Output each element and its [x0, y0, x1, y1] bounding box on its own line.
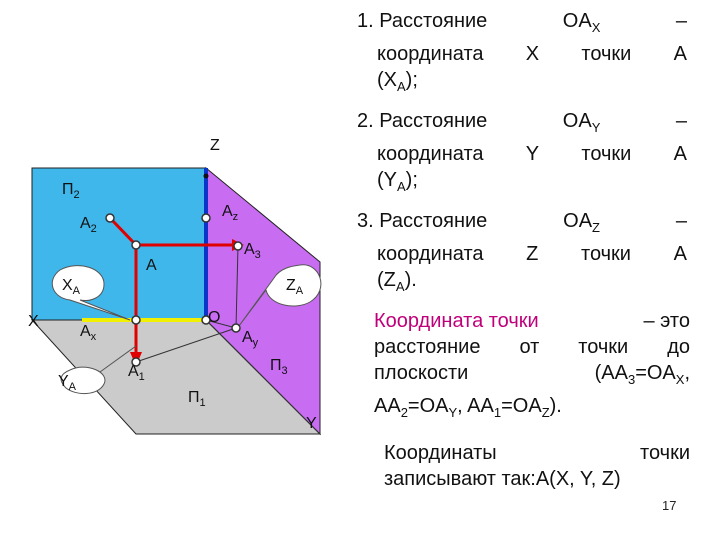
definition-line-4: AA2=OAY, AA1=OAZ).	[374, 395, 562, 420]
coordinate-definition: Координата точки – это расстояние от точ…	[374, 308, 690, 426]
label-ax: Ax	[80, 323, 97, 343]
item-line-3: (XA);	[377, 69, 418, 94]
label-a1: A1	[128, 363, 145, 383]
label-z: Z	[210, 137, 220, 154]
item-line-1: 2. Расстояние OAY –	[357, 108, 687, 141]
item-word: Расстояние	[379, 210, 488, 232]
item-number: 3.	[357, 210, 374, 232]
page-number: 17	[662, 498, 677, 513]
item-word: Расстояние	[379, 110, 488, 132]
label-pi3: П3	[270, 357, 288, 377]
item-line-3: (YA);	[377, 169, 418, 194]
label-pi1: П1	[188, 389, 206, 409]
label-o: O	[208, 309, 220, 326]
definition-line-1: Координата точки – это	[374, 308, 690, 334]
item-line-3: (ZA).	[377, 269, 417, 294]
item-line-1: 3. Расстояние OAZ –	[357, 208, 687, 241]
callouts	[51, 264, 322, 394]
item-dash: –	[675, 10, 687, 32]
label-a: A	[146, 257, 157, 274]
label-xa: XA	[62, 277, 81, 297]
point-ay	[231, 323, 241, 333]
item-number: 1.	[357, 10, 374, 32]
record-line-2: записывают так:A(X, Y, Z)	[384, 468, 621, 490]
point-a3	[233, 241, 243, 251]
point-a2	[105, 213, 115, 223]
definition-rest: – это	[643, 310, 690, 332]
projection-lines	[108, 216, 236, 355]
definition-line-2: расстояние от точки до	[374, 336, 690, 358]
point-a1	[131, 357, 141, 367]
projection-planes-diagram: Z X Y П2 П1 П3 A2 A Az A3 Ax O Ay A1 XA …	[28, 137, 322, 436]
label-a2: A2	[80, 215, 97, 235]
label-ay: Ay	[242, 329, 259, 349]
item-segment: OAZ	[563, 210, 600, 235]
item-dash: –	[675, 110, 687, 132]
definition-line-3: плоскости (AA3=OAX,	[374, 362, 690, 387]
item-dash: –	[675, 210, 687, 232]
item-segment: OAY	[562, 110, 601, 135]
label-pi2: П2	[62, 181, 80, 201]
point-az	[201, 213, 211, 223]
point-o	[201, 315, 211, 325]
label-az: Az	[222, 203, 238, 223]
item-number: 2.	[357, 110, 374, 132]
label-a3: A3	[244, 241, 261, 261]
label-za: ZA	[286, 277, 304, 297]
z-axis-top-dot	[203, 173, 209, 179]
item-segment: OAX	[562, 10, 601, 35]
definition-highlight: Координата точки	[374, 310, 539, 332]
label-ya: YA	[58, 373, 77, 393]
item-line-1: 1. Расстояние OAX –	[357, 8, 687, 41]
item-word: Расстояние	[379, 10, 488, 32]
point-ax	[131, 315, 141, 325]
point-a	[131, 240, 141, 250]
points	[105, 213, 243, 367]
label-x: X	[28, 313, 39, 330]
label-y: Y	[306, 415, 317, 432]
